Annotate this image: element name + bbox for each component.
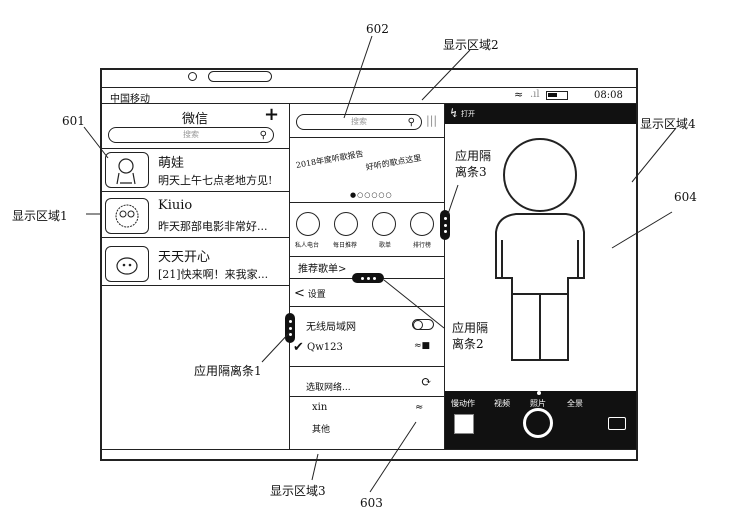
search-icon: ⚲ <box>407 117 415 128</box>
network-name[interactable]: xin <box>312 402 328 413</box>
label-separator-3: 应用隔 离条3 <box>455 149 492 179</box>
mode-indicator-dot <box>537 391 541 395</box>
wechat-header-divider <box>102 148 289 149</box>
label-separator-1: 应用隔离条1 <box>194 364 262 378</box>
device-top-bar <box>100 68 638 88</box>
wifi-section-divider <box>290 366 444 367</box>
signal-icon: .ıl <box>530 89 540 100</box>
avatar-group-icon <box>105 198 149 234</box>
wechat-title: 微信 <box>182 112 209 127</box>
gallery-thumbnail[interactable] <box>454 414 474 434</box>
clock: 08:08 <box>594 90 623 101</box>
music-header-divider <box>290 137 444 138</box>
calendar-icon[interactable] <box>334 212 358 236</box>
chat-message: 明天上午七点老地方见! <box>158 174 273 187</box>
other-network[interactable]: 其他 <box>312 425 331 435</box>
chat-message: 昨天那部电影非常好... <box>158 220 268 233</box>
search-icon: ⚲ <box>259 130 267 141</box>
chat-message: [21]快来啊！来我家... <box>158 268 269 281</box>
icon-label: 每日推荐 <box>333 242 358 249</box>
back-chevron-icon: < <box>294 286 305 301</box>
chat-name: Kiuio <box>158 198 193 213</box>
recommend-playlist-link[interactable]: 推荐歌单> <box>298 264 347 275</box>
label-604: 604 <box>674 190 697 204</box>
carousel-dots: ●○○○○○ <box>350 191 393 199</box>
label-separator-2: 应用隔 离条2 <box>452 321 489 351</box>
wlan-toggle[interactable] <box>412 319 434 330</box>
wifi-lock-icon: ≈■ <box>414 341 431 351</box>
radio-icon[interactable] <box>296 212 320 236</box>
avatar-face-icon <box>105 246 149 282</box>
speaker-grille <box>208 71 272 82</box>
wifi-signal-icon: ≈ <box>415 402 424 413</box>
shutter-button[interactable] <box>523 408 553 438</box>
label-601: 601 <box>62 114 85 128</box>
chat-item[interactable]: 天天开心 [21]快来啊！来我家... <box>102 242 289 286</box>
divider-2 <box>444 104 445 449</box>
chat-name: 天天开心 <box>158 250 211 265</box>
icon-label: 私人电台 <box>295 242 320 249</box>
label-display-area-3: 显示区域3 <box>270 484 326 498</box>
search-placeholder: 搜索 <box>351 117 367 126</box>
separator-handle-1[interactable] <box>285 313 295 343</box>
flash-label: 打开 <box>461 110 475 118</box>
chat-item[interactable]: Kiuio 昨天那部电影非常好... <box>102 194 289 238</box>
choose-network-label: 选取网络... <box>306 383 351 393</box>
icon-label: 歌单 <box>379 242 392 249</box>
chat-item[interactable]: 萌娃 明天上午七点老地方见! <box>102 148 289 192</box>
flash-icon[interactable]: ↯ <box>449 106 460 120</box>
playlist-icon[interactable] <box>372 212 396 236</box>
device-bottom-bar <box>100 449 638 461</box>
camera-top-bar <box>445 104 636 124</box>
camera-dot <box>188 72 197 81</box>
mode-photo[interactable]: 照片 <box>530 399 546 408</box>
search-placeholder: 搜索 <box>183 130 199 139</box>
label-display-area-2: 显示区域2 <box>443 38 499 52</box>
back-label: 设置 <box>307 290 326 300</box>
status-bar: 中国移动 ≈ .ıl 08:08 <box>102 88 636 105</box>
wifi-status-icon: ≈ <box>514 88 524 101</box>
equalizer-icon: ||| <box>426 114 438 127</box>
add-button[interactable]: + <box>264 104 280 125</box>
carrier-label: 中国移动 <box>110 94 150 105</box>
mode-video[interactable]: 视频 <box>494 399 510 408</box>
connected-network[interactable]: Qw123 <box>307 342 343 353</box>
refresh-icon[interactable]: ⟳ <box>421 375 432 390</box>
icon-label: 排行榜 <box>413 242 432 249</box>
wifi-header-divider <box>290 306 444 307</box>
label-display-area-1: 显示区域1 <box>12 209 68 223</box>
separator-handle-2[interactable] <box>352 273 384 283</box>
choose-divider <box>290 396 444 397</box>
divider-1 <box>289 104 290 449</box>
icons-divider <box>290 256 444 257</box>
banner-divider <box>290 202 444 203</box>
switch-camera-icon[interactable] <box>608 417 626 430</box>
wlan-label: 无线局域网 <box>306 322 356 333</box>
battery-icon <box>546 91 568 100</box>
label-602: 602 <box>366 22 389 36</box>
check-icon: ✔ <box>293 340 304 355</box>
mode-slow-motion[interactable]: 慢动作 <box>451 399 475 408</box>
mode-panorama[interactable]: 全景 <box>567 399 583 408</box>
chat-name: 萌娃 <box>158 156 185 171</box>
label-display-area-4: 显示区域4 <box>640 117 696 131</box>
music-search-input[interactable]: 搜索 ⚲ <box>296 114 422 130</box>
avatar-baby-icon <box>105 152 149 188</box>
back-button[interactable]: < 设置 <box>294 286 448 301</box>
label-603: 603 <box>360 496 383 510</box>
separator-handle-3[interactable] <box>440 210 450 240</box>
ranking-icon[interactable] <box>410 212 434 236</box>
wechat-search-input[interactable]: 搜索 ⚲ <box>108 127 274 143</box>
